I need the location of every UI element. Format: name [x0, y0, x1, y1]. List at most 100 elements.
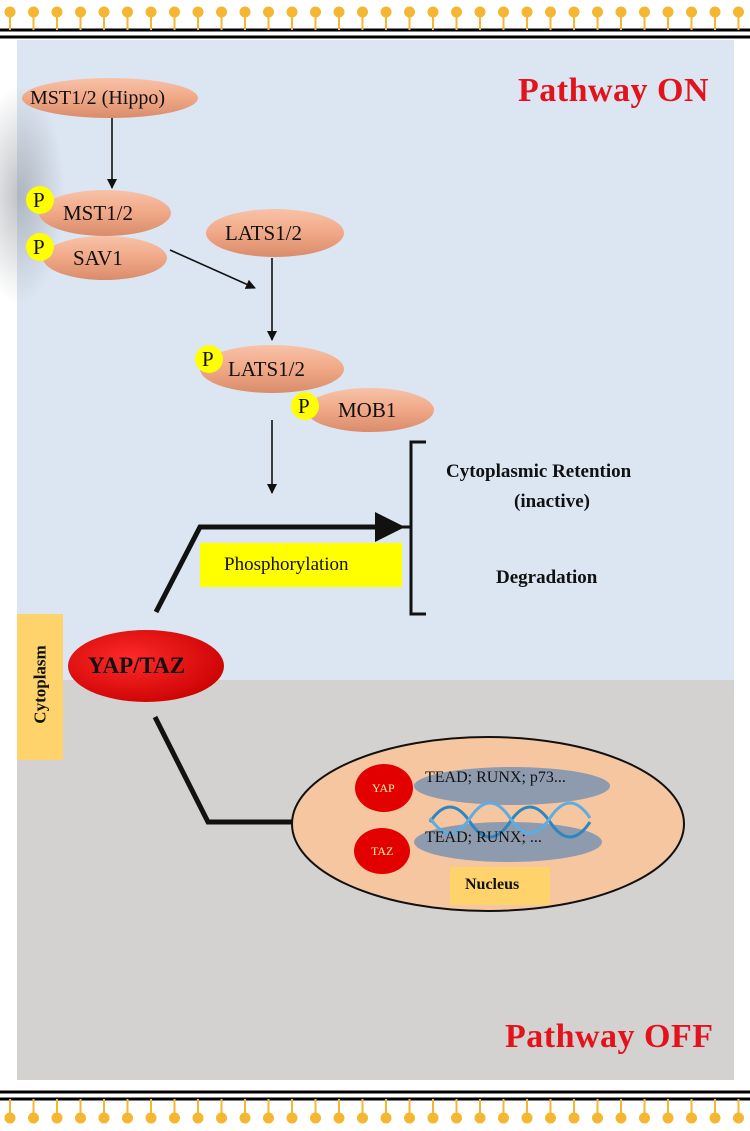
lipid-head — [98, 1112, 110, 1124]
lipid-head — [122, 1112, 133, 1124]
lipid-head — [568, 6, 580, 18]
lipid-head — [192, 1112, 204, 1124]
lipid-head — [380, 1112, 392, 1124]
cell-membrane-top — [0, 6, 750, 39]
phosphate-mob-label: P — [298, 394, 310, 418]
lipid-head — [239, 1112, 251, 1124]
taz-nucleus-label: TAZ — [371, 844, 394, 858]
phosphate-sav — [26, 233, 54, 261]
mst-hippo-label: MST1/2 (Hippo) — [30, 87, 165, 109]
tf-bottom-label: TEAD; RUNX; ... — [425, 829, 542, 846]
lipid-head — [545, 6, 556, 18]
pathway-on-title: Pathway ON — [518, 72, 710, 109]
lats-bound-label: LATS1/2 — [228, 357, 306, 381]
lipid-head — [98, 6, 110, 18]
lipid-head — [709, 6, 721, 18]
phosphorylation-box — [200, 543, 402, 587]
lipid-head — [333, 1112, 345, 1124]
lipid-head — [169, 6, 180, 18]
nucleus-label-box — [450, 867, 550, 905]
lipid-head — [286, 1112, 298, 1124]
lipid-head — [709, 1112, 721, 1124]
lipid-head — [521, 1112, 533, 1124]
lipid-head — [662, 6, 674, 18]
lipid-head — [28, 1112, 39, 1124]
lipid-head — [75, 6, 86, 18]
lipid-head — [145, 1112, 157, 1124]
lipid-head — [451, 1112, 462, 1124]
lipid-head — [4, 1112, 16, 1124]
lipid-head — [427, 6, 439, 18]
sav-label: SAV1 — [73, 246, 123, 270]
lipid-head — [4, 6, 16, 18]
mst-hippo-protein — [22, 78, 198, 118]
retention-label-line1: Cytoplasmic Retention — [446, 461, 632, 482]
phosphate-lats — [195, 345, 223, 373]
phosphate-mst — [26, 186, 54, 214]
phosphate-sav-label: P — [33, 235, 45, 259]
lipid-head — [521, 6, 533, 18]
mob-label: MOB1 — [338, 398, 397, 422]
lipid-head — [451, 6, 462, 18]
lipid-head — [592, 1112, 603, 1124]
yap-taz-label: YAP/TAZ — [88, 653, 186, 678]
dna-helix — [428, 801, 592, 839]
yap-in-nucleus — [355, 764, 413, 812]
lipid-head — [216, 6, 227, 18]
mst-protein — [39, 190, 171, 236]
lipid-head — [592, 6, 603, 18]
lipid-head — [239, 6, 251, 18]
lipid-head — [145, 6, 157, 18]
lipid-head — [122, 6, 133, 18]
retention-label-line2: (inactive) — [514, 491, 590, 512]
yap-taz-protein — [68, 630, 224, 702]
lats-bound-protein — [200, 345, 344, 393]
mst-label: MST1/2 — [63, 201, 134, 225]
lipid-head — [380, 6, 392, 18]
sav-protein — [43, 236, 167, 280]
lipid-head — [545, 1112, 556, 1124]
lipid-head — [333, 6, 345, 18]
lipid-head — [263, 6, 274, 18]
mob-protein — [306, 388, 434, 432]
lipid-head — [498, 6, 509, 18]
lipid-head — [568, 1112, 580, 1124]
lipid-head — [615, 6, 627, 18]
lipid-head — [310, 1112, 321, 1124]
lats-free-protein — [206, 209, 344, 257]
pathway-off-title: Pathway OFF — [505, 1018, 714, 1055]
cell-membrane-bottom — [0, 1090, 750, 1124]
lipid-head — [192, 6, 204, 18]
cytoplasm-label: Cytoplasm — [30, 645, 50, 724]
lats-free-label: LATS1/2 — [225, 221, 303, 245]
yap-nucleus-label: YAP — [372, 781, 395, 795]
lipid-head — [427, 1112, 439, 1124]
lipid-head — [51, 6, 63, 18]
lipid-head — [474, 6, 486, 18]
lipid-head — [357, 6, 368, 18]
phosphate-mob — [291, 392, 319, 420]
lipid-head — [733, 6, 744, 18]
lipid-head — [474, 1112, 486, 1124]
lipid-head — [686, 6, 697, 18]
lipid-head — [310, 6, 321, 18]
lipid-head — [662, 1112, 674, 1124]
lipid-head — [733, 1112, 744, 1124]
lipid-head — [639, 6, 650, 18]
tf-bottom — [414, 822, 602, 862]
lipid-head — [639, 1112, 650, 1124]
lipid-head — [263, 1112, 274, 1124]
lipid-head — [75, 1112, 86, 1124]
tf-top-label: TEAD; RUNX; p73... — [425, 769, 566, 786]
arrow-yap-to-phosphorylation — [153, 512, 405, 614]
phosphate-lats-label: P — [202, 347, 214, 371]
taz-in-nucleus — [354, 828, 410, 874]
cytoplasm-box — [17, 614, 63, 760]
lipid-head — [286, 6, 298, 18]
lipid-head — [216, 1112, 227, 1124]
lipid-head — [169, 1112, 180, 1124]
phosphorylation-label: Phosphorylation — [224, 554, 349, 575]
degradation-label: Degradation — [496, 567, 598, 588]
lipid-head — [686, 1112, 697, 1124]
